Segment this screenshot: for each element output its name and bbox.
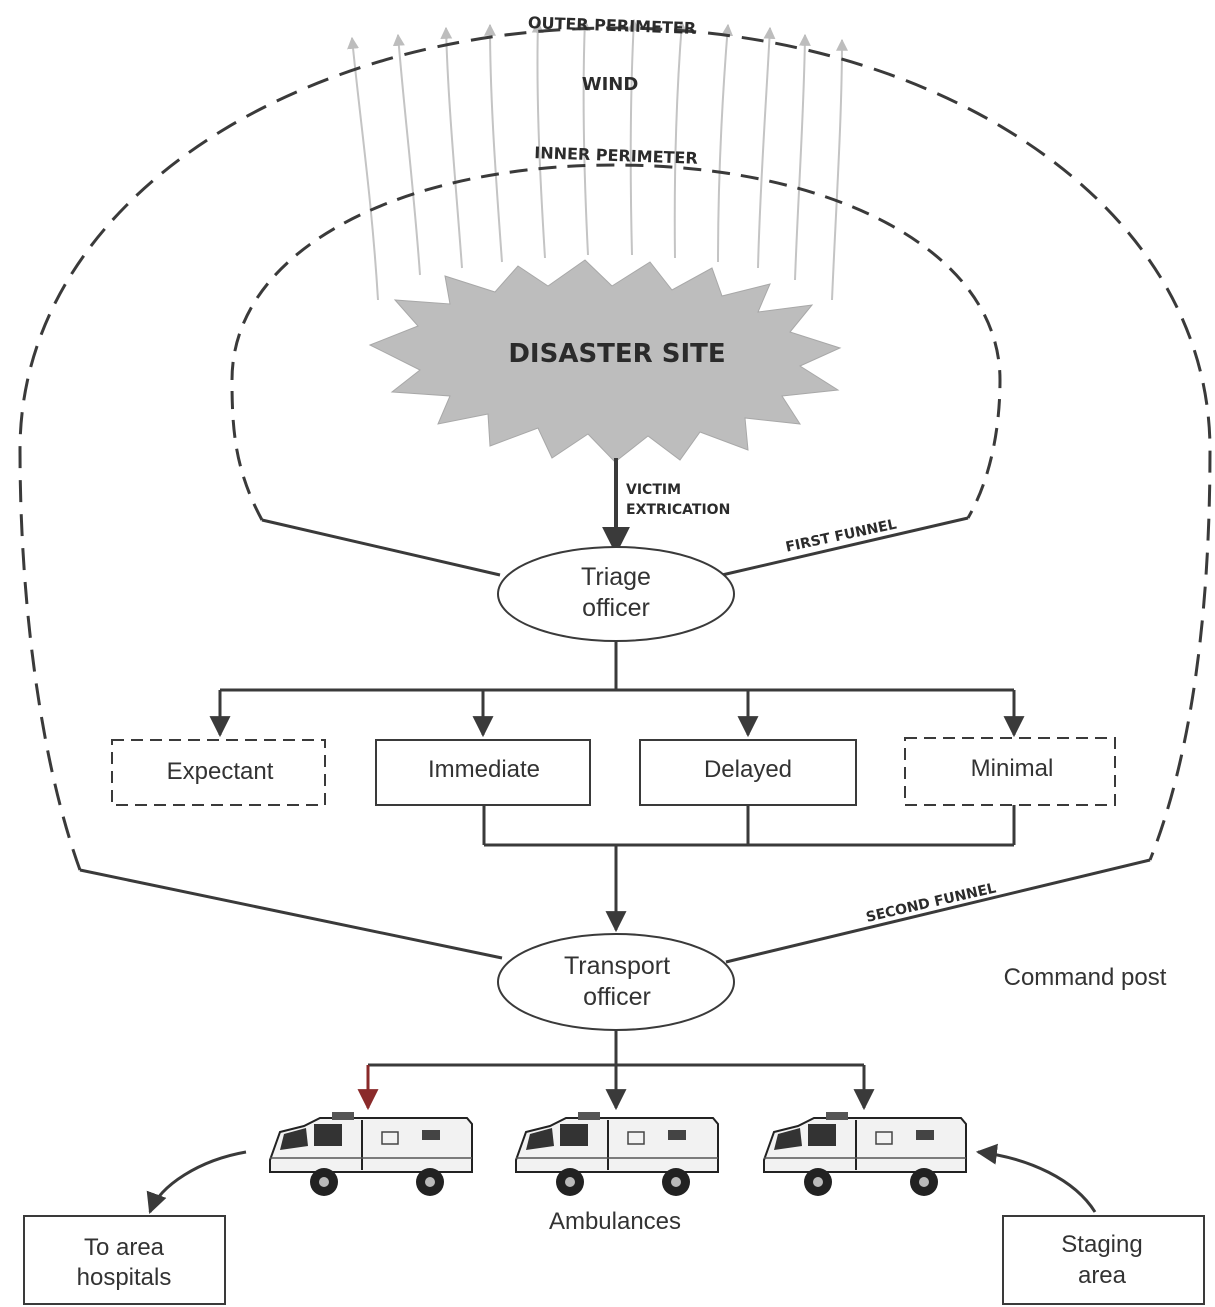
ambulance-distribution: [357, 1030, 875, 1111]
ambulance-2: [515, 1112, 719, 1196]
expectant-box: [111, 739, 326, 806]
transport-officer-line1: Transport: [564, 952, 670, 980]
immediate-label: Immediate: [428, 756, 540, 783]
wind-label: WIND: [582, 74, 639, 95]
minimal-box: [904, 737, 1116, 806]
triage-officer-line2: officer: [582, 594, 650, 622]
wind-arrow: [440, 26, 463, 269]
transport-officer-node: [497, 933, 735, 1031]
staging-area-line1: Staging: [1061, 1231, 1142, 1258]
transport-officer-line2: officer: [583, 983, 651, 1011]
expectant-label: Expectant: [167, 758, 274, 785]
extrication-label: EXTRICATION: [626, 502, 730, 518]
triage-distribution: [209, 641, 1025, 738]
wind-arrow: [794, 33, 811, 281]
staging-area-box: [1002, 1215, 1205, 1305]
first-funnel-left: [261, 518, 501, 577]
wind-arrow: [484, 23, 503, 263]
wind-arrow: [347, 36, 379, 301]
ambulance-3: [763, 1112, 967, 1196]
arrow-from-staging: [975, 1143, 1097, 1213]
second-funnel-left: [79, 868, 503, 960]
staging-area-line2: area: [1078, 1262, 1127, 1289]
immediate-box: [375, 739, 591, 806]
wind-arrow: [757, 26, 776, 269]
wind-arrow: [831, 38, 848, 301]
triage-officer-line1: Triage: [581, 563, 651, 591]
wind-arrow: [578, 18, 591, 256]
delayed-label: Delayed: [704, 756, 792, 783]
arrow-to-hospitals: [146, 1150, 247, 1214]
wind-arrow: [531, 20, 546, 259]
outer-perimeter-label: OUTER PERIMETER: [528, 13, 697, 38]
ambulance-1: [269, 1112, 473, 1196]
transport-merge: [482, 805, 1016, 933]
victim-label: VICTIM: [626, 482, 681, 498]
inner-perimeter-label: INNER PERIMETER: [534, 143, 698, 168]
command-post-label: Command post: [1004, 964, 1167, 991]
second-funnel-right: [725, 858, 1151, 964]
wind-arrow: [627, 18, 640, 256]
wind-arrows: [347, 18, 848, 301]
disaster-site-burst: [368, 259, 842, 463]
outer-perimeter: [18, 26, 1212, 871]
inner-perimeter: [230, 163, 1002, 521]
wind-arrow: [673, 20, 688, 259]
to-area-hospitals-line2: hospitals: [77, 1264, 172, 1291]
delayed-box: [639, 739, 857, 806]
ambulances-label: Ambulances: [549, 1208, 681, 1235]
second-funnel-label: SECOND FUNNEL: [865, 880, 998, 926]
minimal-label: Minimal: [971, 755, 1054, 782]
disaster-site-label: DISASTER SITE: [508, 339, 725, 369]
wind-arrow: [392, 33, 421, 276]
first-funnel-right: [721, 516, 969, 577]
wind-arrow: [717, 23, 734, 263]
to-area-hospitals-box: [23, 1215, 226, 1305]
first-funnel-label: FIRST FUNNEL: [784, 517, 898, 556]
to-area-hospitals-line1: To area: [84, 1234, 165, 1261]
